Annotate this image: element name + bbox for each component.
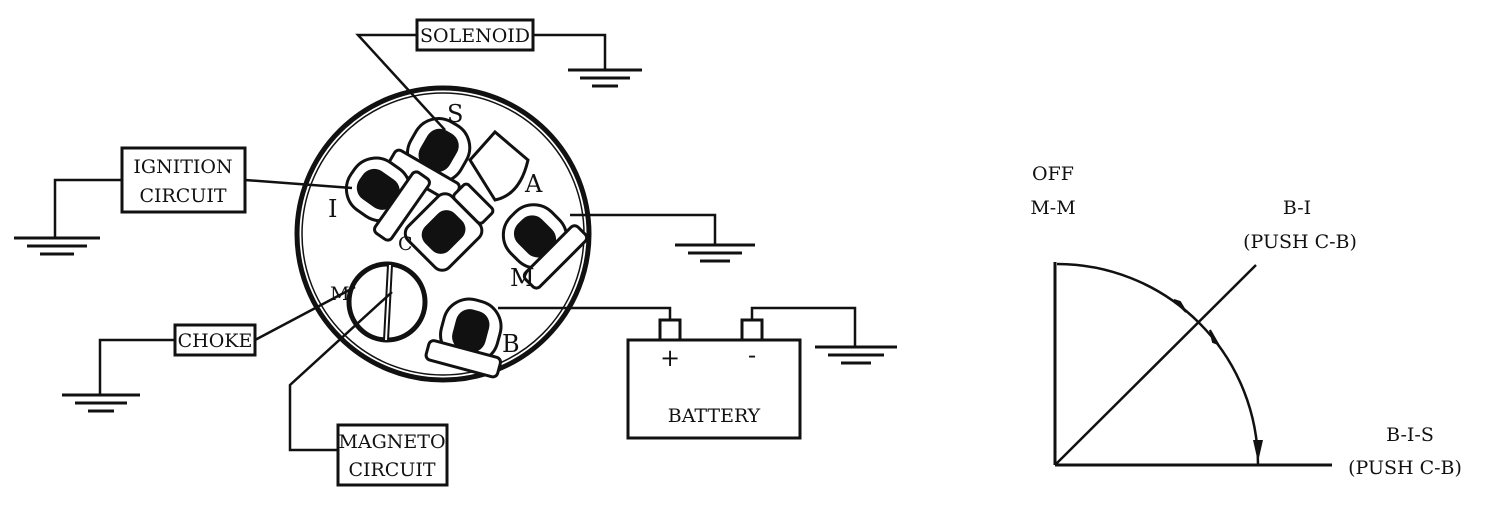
choke-box — [173, 323, 257, 357]
battery-plus-label: + — [660, 344, 680, 372]
battery-minus-label: - — [748, 341, 756, 369]
terminal-m-right — [501, 203, 589, 290]
choke-label: CHOKE — [178, 330, 253, 352]
terminal-magneto — [346, 261, 428, 343]
terminal-i — [344, 156, 431, 242]
magneto-wiring — [288, 291, 393, 452]
magneto-label-line2: CIRCUIT — [348, 459, 435, 481]
battery-box — [626, 338, 802, 440]
choke-wiring — [62, 285, 356, 413]
m-ground-wiring — [570, 213, 755, 263]
bis-push-label: (PUSH C-B) — [1348, 457, 1462, 479]
run-axis — [1054, 264, 1257, 466]
arc-arrow-3 — [1253, 440, 1263, 462]
terminal-label-s: S — [447, 100, 463, 128]
rotation-arc — [1056, 262, 1260, 466]
bis-label: B-I-S — [1386, 424, 1434, 446]
arc-arrow-1 — [1173, 299, 1187, 313]
terminal-label-m-right: M — [510, 264, 535, 292]
terminal-label-b: B — [502, 330, 520, 358]
solenoid-box — [415, 18, 535, 52]
terminal-label-a: A — [524, 170, 543, 198]
terminal-c — [403, 182, 495, 272]
battery-negative-terminal — [740, 318, 764, 342]
solenoid-label: SOLENOID — [420, 25, 530, 47]
battery-label: BATTERY — [668, 405, 761, 427]
ignition-label-line2: CIRCUIT — [139, 185, 226, 207]
magneto-label-line1: MAGNETO — [338, 431, 445, 453]
terminal-label-c: C — [398, 233, 413, 255]
ignition-wiring — [14, 178, 353, 256]
ignition-label-line1: IGNITION — [133, 156, 232, 178]
off-label: OFF — [1032, 163, 1074, 185]
key-position-diagram — [1053, 262, 1332, 467]
arc-arrow-2 — [1209, 329, 1221, 346]
terminal-a — [468, 129, 530, 202]
ignition-circuit-box — [120, 146, 247, 214]
bi-label: B-I — [1283, 197, 1311, 219]
solenoid-wiring — [355, 33, 642, 131]
magneto-circuit-box — [336, 423, 449, 487]
bi-push-label: (PUSH C-B) — [1243, 231, 1357, 253]
terminal-b — [424, 297, 503, 379]
switch-body — [294, 85, 592, 383]
battery-positive-terminal — [658, 318, 682, 342]
mm-label: M-M — [1030, 197, 1075, 219]
terminal-label-i: I — [328, 195, 337, 223]
battery-wiring — [498, 306, 897, 365]
